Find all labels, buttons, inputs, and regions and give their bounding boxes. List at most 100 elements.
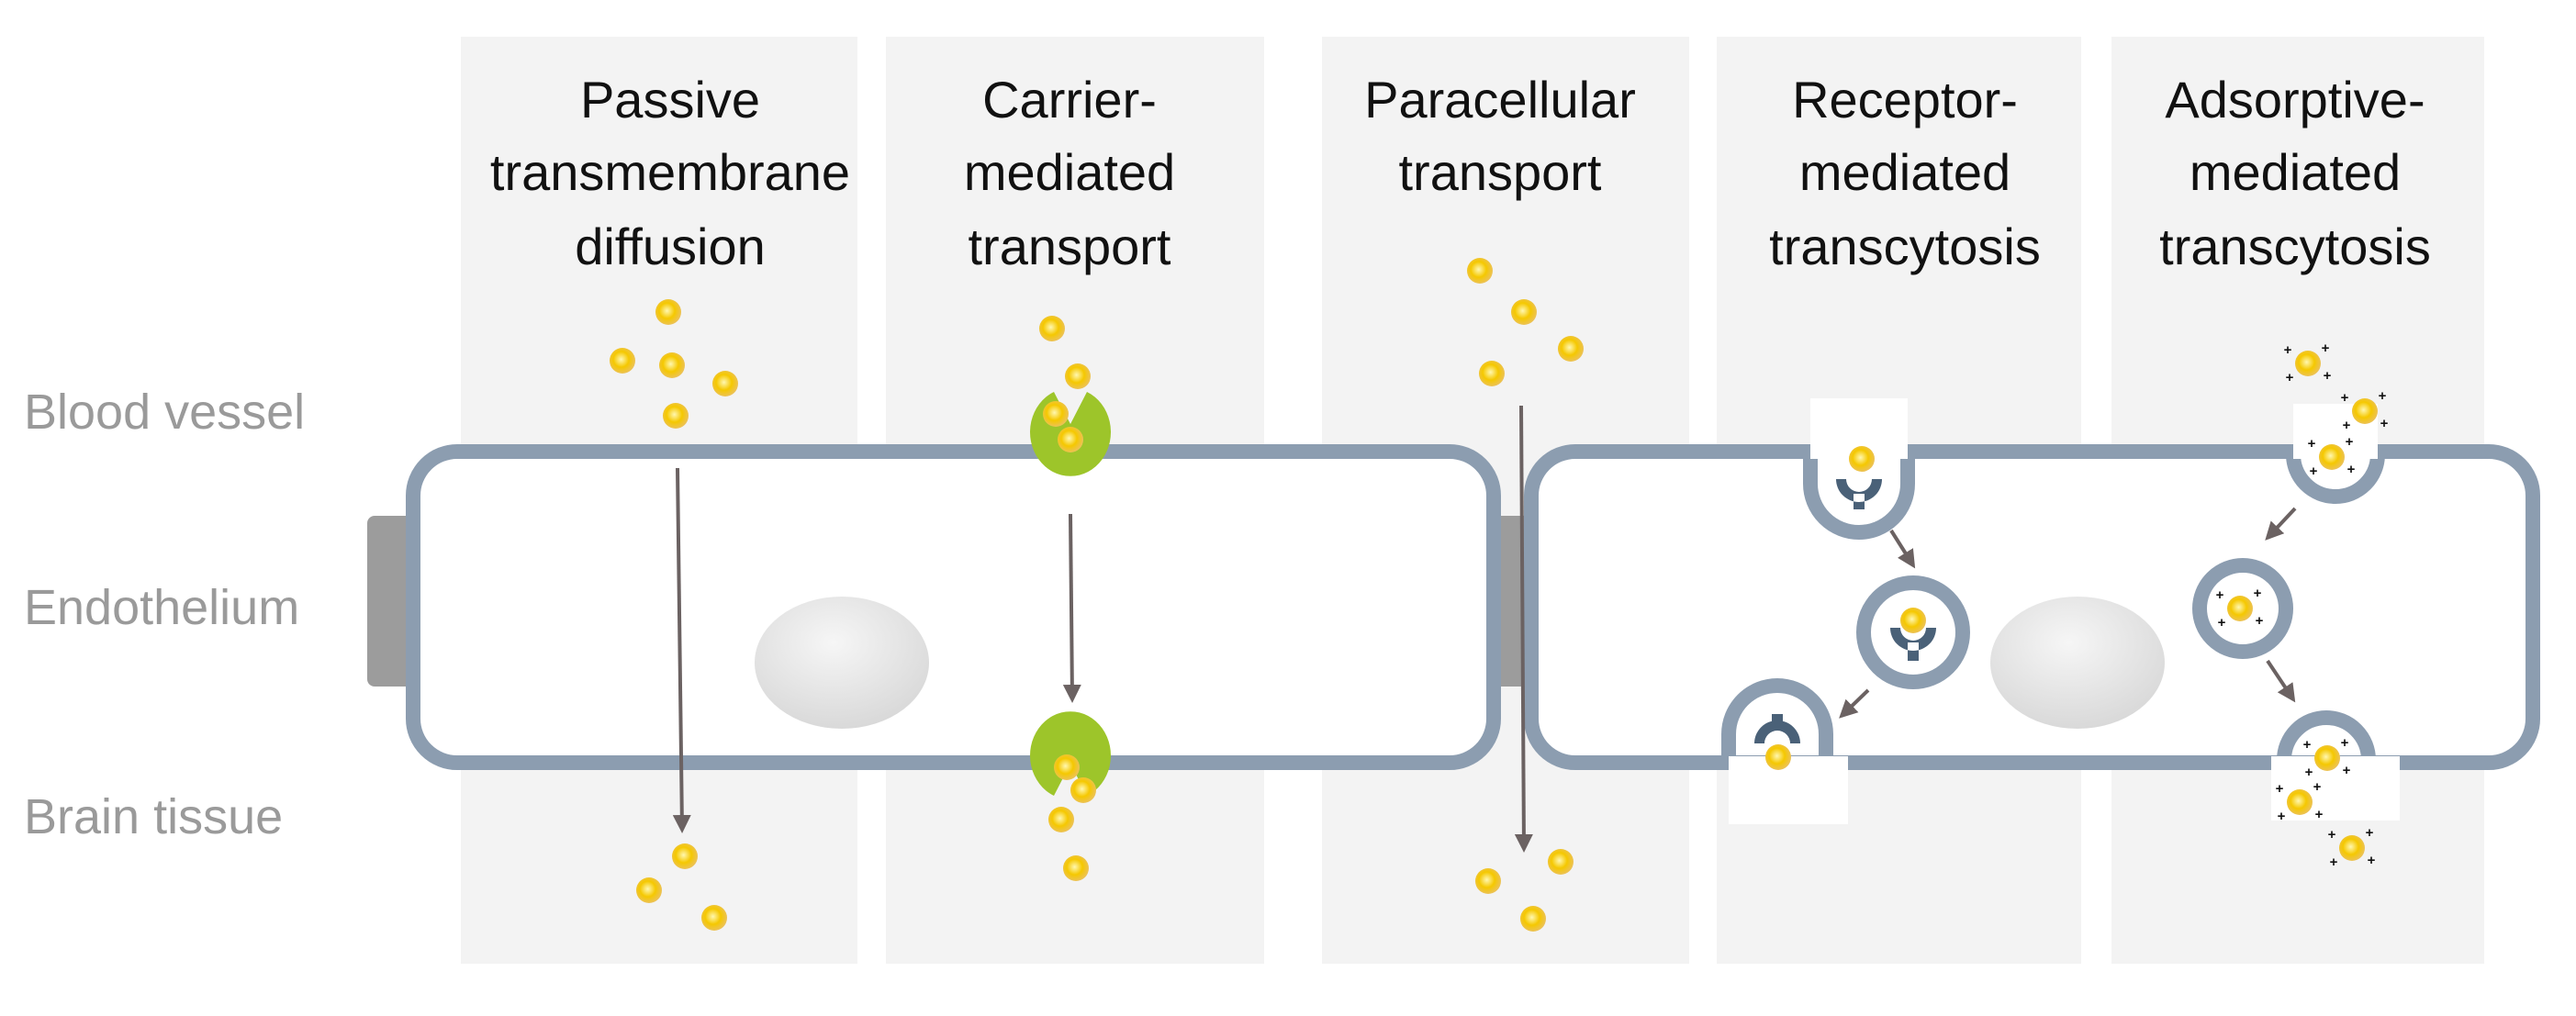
positive-charge-symbol: + [2368,853,2376,868]
charged-molecule [2314,745,2340,771]
arrow-passive-diffusion [672,467,691,833]
receptor-top [1836,479,1882,509]
molecule [1065,363,1091,389]
receptor-pit-bottom [1721,678,1833,763]
molecule [1043,401,1069,427]
molecule [636,877,662,903]
arrow-adsorptive-exocytosis [2266,659,2296,703]
nucleus-left [755,597,929,729]
positive-charge-symbol: + [2341,735,2349,751]
positive-charge-symbol: + [2278,809,2286,824]
receptor-middle [1890,628,1936,661]
molecule [1558,336,1584,362]
positive-charge-symbol: + [2256,613,2264,629]
molecule [1900,608,1926,633]
adsorptive-pit-bottom [2277,710,2376,763]
positive-charge-symbol: + [2216,587,2224,603]
molecule [712,371,738,396]
molecule [1548,849,1574,875]
positive-charge-symbol: + [2276,781,2284,797]
molecule [1063,855,1089,881]
molecule [1849,446,1875,472]
column-title-passive-line2: transmembrane [490,143,850,201]
molecule [610,348,635,374]
arrow-adsorptive-down [2265,507,2297,541]
positive-charge-symbol: + [2379,388,2387,404]
molecule [1765,744,1791,770]
transport-arrows [672,405,2297,853]
charge-symbols: ++++++++++++++++++++++++++++ [2216,341,2389,870]
charged-molecule [2295,351,2321,376]
positive-charge-symbol: + [2341,390,2349,406]
column-title-adsorptive-line1: Adsorptive- [2165,71,2425,128]
arrow-receptor-down [1889,529,1916,569]
charged-molecule [2352,398,2378,424]
row-label-endothelium: Endothelium [24,580,299,635]
molecule [663,403,689,429]
positive-charge-symbol: + [2328,827,2336,843]
column-titles: Passive transmembrane diffusion Carrier-… [490,71,2431,275]
column-title-adsorptive-line3: transcytosis [2159,218,2431,275]
nuclei [755,597,2165,729]
positive-charge-symbol: + [2380,416,2389,431]
positive-charge-symbol: + [2315,807,2324,822]
arrow-carrier-transport [1062,513,1081,703]
molecule [1054,754,1080,780]
charged-molecule [2287,789,2313,815]
column-title-receptor-line3: transcytosis [1769,218,2041,275]
positive-charge-symbol: + [2254,586,2262,601]
charged-molecule [2227,596,2253,621]
column-title-carrier-line3: transport [969,218,1171,275]
positive-charge-symbol: + [2322,341,2330,356]
molecule [1467,258,1493,284]
molecule [1039,316,1065,341]
molecule [659,352,685,378]
molecule [1475,868,1501,894]
molecule [1520,906,1546,932]
positive-charge-symbol: + [2310,463,2318,479]
positive-charge-symbol: + [2218,615,2226,631]
arrow-paracellular [1514,405,1533,853]
molecule [1479,361,1505,386]
positive-charge-symbol: + [2346,434,2354,450]
column-title-carrier-line2: mediated [964,143,1175,201]
row-labels: Blood vessel Endothelium Brain tissue [24,385,305,844]
positive-charge-symbol: + [2343,763,2351,778]
positive-charge-symbol: + [2366,825,2374,841]
positive-charge-symbol: + [2303,737,2312,753]
molecule [1048,807,1074,832]
column-title-receptor-line2: mediated [1799,143,2010,201]
molecule [655,299,681,325]
molecule [1070,777,1096,803]
molecule [1058,427,1083,452]
column-title-passive-line1: Passive [580,71,760,128]
molecules [610,258,2378,932]
positive-charge-symbol: + [2286,370,2294,385]
molecule [672,843,698,869]
column-title-receptor-line1: Receptor- [1792,71,2018,128]
receptor-bottom [1754,714,1800,743]
charged-molecule [2319,444,2345,470]
adsorptive-pit-top [2286,452,2385,504]
positive-charge-symbol: + [2347,462,2356,477]
column-title-paracellular-line1: Paracellular [1364,71,1636,128]
column-title-carrier-line1: Carrier- [982,71,1157,128]
positive-charge-symbol: + [2313,779,2322,795]
receptor-pit-bottom-opening [1729,756,1848,824]
column-title-passive-line3: diffusion [575,218,766,275]
charged-molecule [2339,835,2365,861]
endothelial-cell-left [406,444,1501,770]
positive-charge-symbol: + [2308,436,2316,452]
carrier-protein-bottom [1030,711,1111,796]
arrow-receptor-exocytosis [1839,688,1870,719]
row-label-brain-tissue: Brain tissue [24,789,283,844]
molecule [1511,299,1537,325]
column-title-adsorptive-line2: mediated [2190,143,2401,201]
molecule [701,905,727,931]
column-title-paracellular-line2: transport [1399,143,1602,201]
receptor-pit-top [1803,452,1915,540]
positive-charge-symbol: + [2324,368,2332,384]
nucleus-right [1990,597,2165,729]
positive-charge-symbol: + [2343,418,2351,433]
